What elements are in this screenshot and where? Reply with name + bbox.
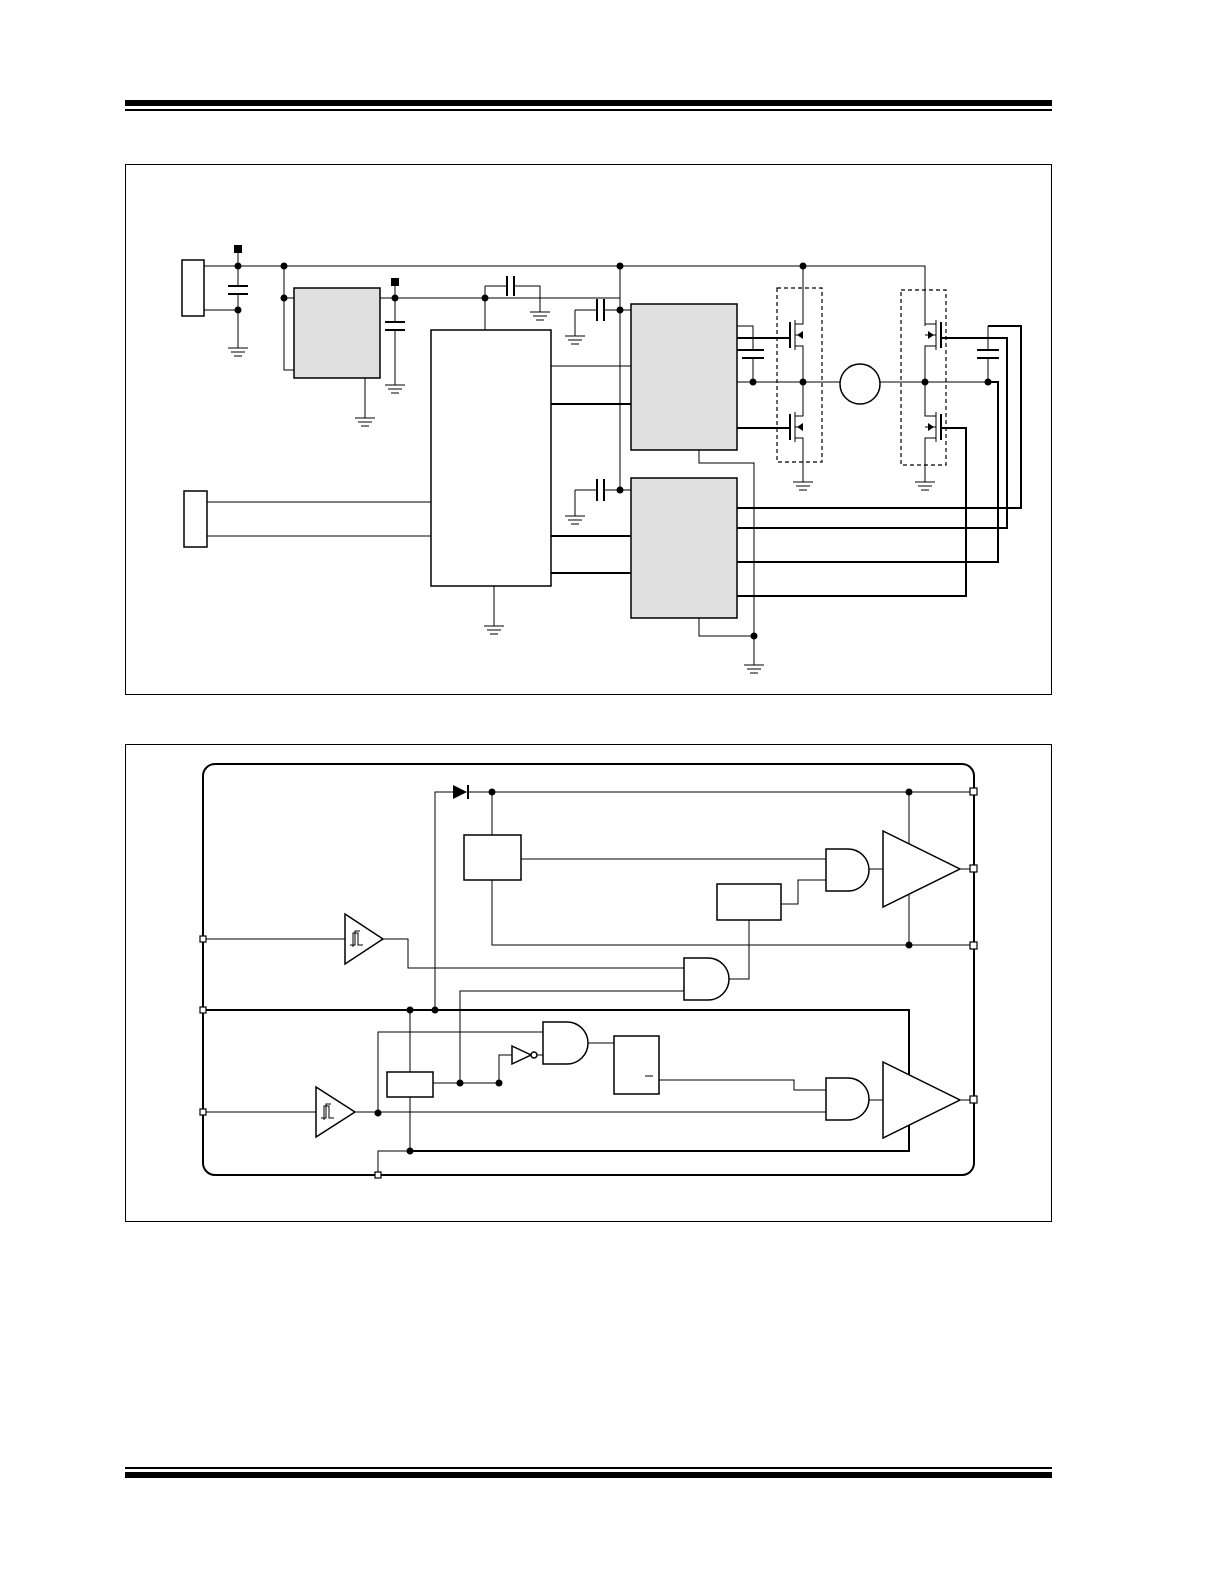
and-gate-icon xyxy=(825,1077,870,1121)
voltage-regulator-block xyxy=(293,287,381,379)
mosfet-icon xyxy=(924,320,942,382)
capacitor-icon xyxy=(385,321,405,331)
pin-icon xyxy=(969,941,978,950)
mosfet-icon xyxy=(789,382,804,482)
ground-icon xyxy=(793,481,813,491)
power-connector-icon xyxy=(181,259,205,317)
ground-icon xyxy=(484,625,504,635)
right-half-bridge-box xyxy=(900,289,947,466)
pin-icon xyxy=(374,1171,382,1179)
footer-rule-thick xyxy=(125,1472,1052,1478)
microcontroller-block xyxy=(430,329,552,587)
ground-icon xyxy=(385,384,405,394)
pin-icon xyxy=(969,1095,978,1104)
gate-driver-block-1 xyxy=(630,303,738,451)
ground-icon xyxy=(565,515,585,525)
figure-frame-block-diagram xyxy=(125,744,1052,1222)
inverter-icon xyxy=(511,1044,538,1066)
figure-frame-application-circuit xyxy=(125,164,1052,695)
pin-icon xyxy=(199,935,207,943)
input-capacitor-icon xyxy=(228,245,248,348)
capacitor-icon xyxy=(596,479,605,501)
capacitor-icon xyxy=(596,299,605,321)
pin-icon xyxy=(969,787,978,796)
level-shift-block xyxy=(716,883,782,921)
high-side-uvlo-block xyxy=(463,834,522,881)
mosfet-icon xyxy=(924,382,942,482)
header-rule-thick xyxy=(125,100,1052,106)
functional-block-diagram xyxy=(199,763,978,1179)
and-gate-icon xyxy=(683,957,730,1001)
ground-icon xyxy=(565,335,585,345)
mosfet-icon xyxy=(789,320,804,382)
pin-icon xyxy=(199,1006,207,1014)
diode-icon xyxy=(453,785,469,799)
gate-driver-block-2 xyxy=(630,477,738,619)
and-gate-icon xyxy=(825,848,870,892)
bootstrap-capacitor-icon xyxy=(742,349,764,359)
signal-connector-icon xyxy=(183,490,208,548)
left-half-bridge-box xyxy=(776,287,823,463)
capacitor-icon xyxy=(506,276,515,296)
ground-icon xyxy=(915,481,935,491)
bootstrap-capacitor-icon xyxy=(977,349,999,359)
schmitt-buffer-icon xyxy=(344,912,385,966)
ground-icon xyxy=(228,347,248,357)
latch-block xyxy=(613,1035,660,1095)
schmitt-buffer-icon xyxy=(315,1085,357,1139)
ground-icon xyxy=(355,417,375,427)
ground-icon xyxy=(530,311,550,321)
application-circuit xyxy=(181,245,1022,674)
header-rule-thin xyxy=(125,109,1052,111)
pin-icon xyxy=(969,864,978,873)
motor-icon xyxy=(839,363,881,405)
footer-rule-thin xyxy=(125,1467,1052,1469)
output-driver-icon xyxy=(882,1060,962,1140)
output-driver-icon xyxy=(882,829,962,909)
pin-icon xyxy=(199,1108,207,1116)
and-gate-icon xyxy=(542,1021,589,1065)
ground-icon xyxy=(744,664,764,674)
low-side-uvlo-block xyxy=(386,1071,434,1098)
